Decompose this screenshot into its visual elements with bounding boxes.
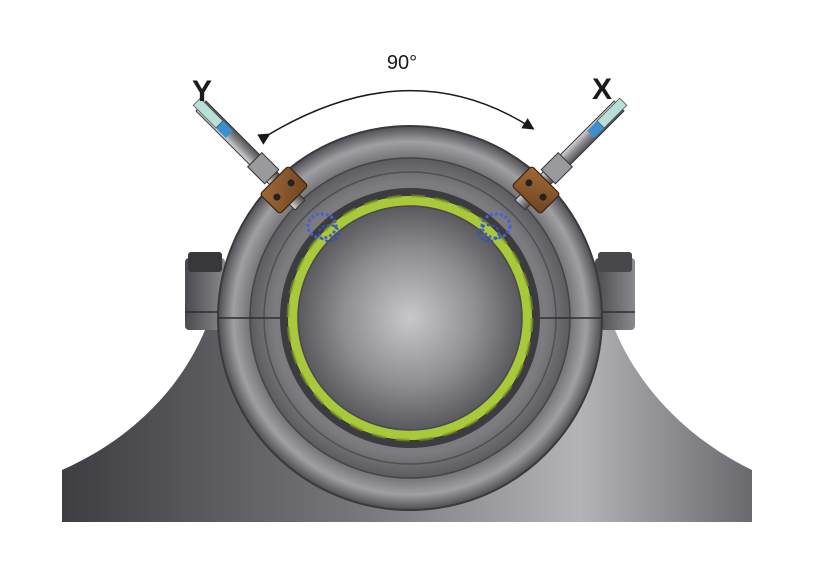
probe-coil-x [478,212,512,242]
shaft-journal [297,205,523,431]
probe-coil-y [306,212,340,242]
probe-cable-band-x [587,120,605,138]
oil-film-pattern [286,194,534,442]
probe-label-x: X [592,73,612,106]
angle-label: 90° [387,52,417,74]
probe-tip-x [596,97,628,129]
angle-arrow-icon [257,90,535,145]
bracket-bolt [539,193,547,201]
bracket-bolt [273,193,281,201]
probe-tip-y [192,97,224,129]
bearing-housing [217,125,603,511]
mounting-bracket-y [260,166,308,214]
mounting-bracket-x [512,166,560,214]
probe-nut-x [540,151,574,185]
right-mount-cap [598,252,632,272]
probe-nut-y [246,151,280,185]
bracket-bolt [287,179,295,187]
left-mount-cap [188,252,222,272]
probe-cable-band-y [215,120,233,138]
probe-label-y: Y [192,75,212,108]
bracket-bolt [525,179,533,187]
